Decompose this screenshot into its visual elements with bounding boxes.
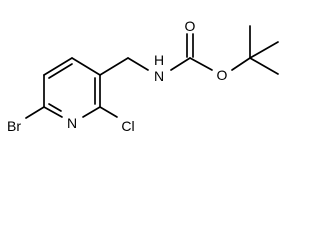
atom-bromine: Br [7, 118, 21, 134]
bond-quaternary-methyl-down [249, 57, 279, 75]
atom-amide-nitrogen: N [154, 68, 164, 84]
bond-n1-c6 [43, 106, 63, 118]
atom-chlorine: Cl [121, 118, 134, 134]
bond-nh-carbonyl [170, 57, 191, 71]
atom-ester-oxygen: O [217, 67, 228, 83]
bond-c6-br [25, 106, 45, 119]
bond-c5-c4 [43, 57, 73, 76]
bond-ch2-nh [127, 57, 149, 71]
bond-c5-c4-inner [48, 63, 73, 79]
bond-c2-cl [99, 106, 118, 118]
bond-c3-ch2 [99, 57, 129, 76]
atom-amide-hydrogen: H [154, 52, 164, 68]
bond-n1-c6-inner [48, 103, 62, 112]
bond-carbonyl-ester-o [189, 57, 213, 71]
atom-ring-nitrogen: N [67, 115, 77, 131]
bond-c4-c3 [71, 57, 101, 76]
bond-c2-n1 [82, 106, 101, 118]
bond-ester-o-quaternary [231, 57, 251, 71]
atom-carbonyl-oxygen: O [185, 18, 196, 34]
pyridine-ring [43, 57, 101, 118]
bond-quaternary-methyl-right [249, 41, 279, 59]
chemical-structure: Br N Cl N H O O [7, 18, 279, 134]
